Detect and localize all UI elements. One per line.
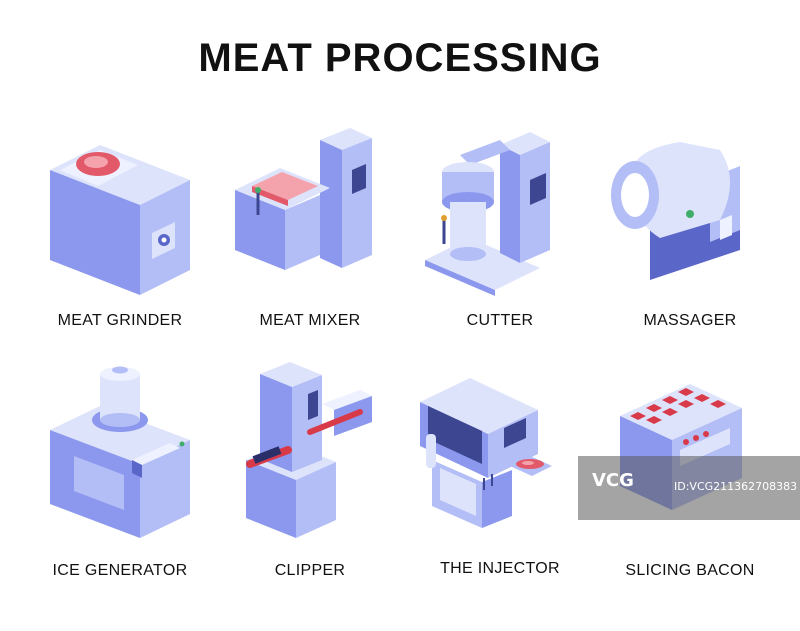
watermark-logo: VCG	[592, 470, 634, 491]
machine-label: ICE GENERATOR	[52, 562, 188, 579]
watermark: VCG ID:VCG211362708383	[578, 456, 800, 520]
machine-label: SLICING BACON	[625, 562, 755, 579]
clipper-icon	[246, 362, 372, 538]
machine-card-injector: THE INJECTOR	[400, 360, 600, 590]
machine-card-cutter: CUTTER	[400, 120, 600, 340]
meat-grinder-icon	[50, 145, 190, 295]
injector-icon	[420, 378, 552, 528]
machine-label: MASSAGER	[643, 312, 737, 329]
page-title: MEAT PROCESSING	[198, 36, 602, 80]
ice-generator-icon	[50, 366, 190, 538]
machine-label: MEAT MIXER	[259, 312, 361, 329]
machine-label: THE INJECTOR	[440, 560, 560, 577]
machine-card-massager: MASSAGER	[590, 120, 790, 340]
machine-card-clipper: CLIPPER	[210, 360, 410, 590]
machine-label: CLIPPER	[274, 562, 346, 579]
massager-icon	[611, 142, 740, 280]
machine-card-meat-mixer: MEAT MIXER	[210, 120, 410, 340]
machine-label: CUTTER	[466, 312, 534, 329]
watermark-id: ID:VCG211362708383	[674, 480, 798, 493]
cutter-icon	[425, 132, 550, 296]
machine-card-meat-grinder: MEAT GRINDER	[20, 120, 220, 340]
meat-mixer-icon	[235, 128, 372, 270]
machine-card-ice-generator: ICE GENERATOR	[20, 360, 220, 590]
machine-label: MEAT GRINDER	[57, 312, 183, 329]
